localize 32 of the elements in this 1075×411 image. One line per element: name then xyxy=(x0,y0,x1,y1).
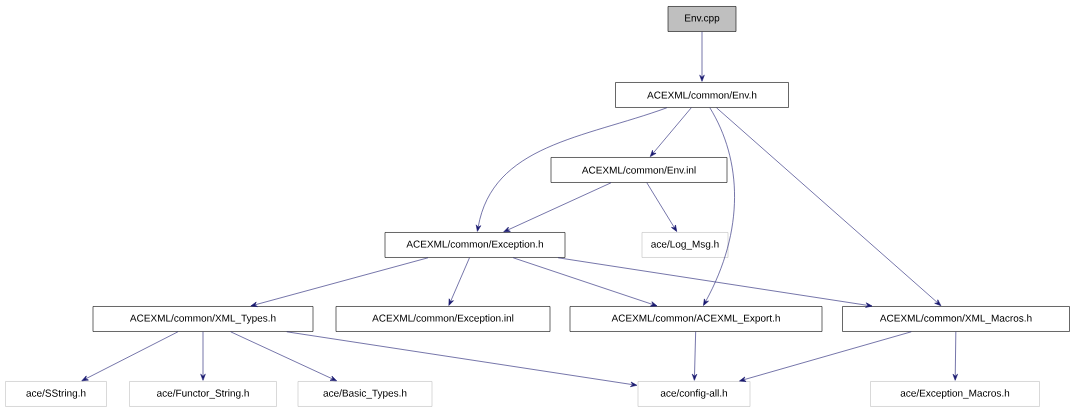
file-box: ace/Functor_String.h xyxy=(129,381,277,407)
arrow xyxy=(739,331,912,382)
arrow xyxy=(503,182,612,233)
file-box: ACEXML/common/XML_Macros.h xyxy=(842,306,1070,332)
arrow xyxy=(650,107,692,157)
file-box: ace/config-all.h xyxy=(637,381,751,407)
arrow xyxy=(557,257,873,308)
arrow xyxy=(286,331,638,387)
file-box: ACEXML/common/Env.h xyxy=(615,82,789,108)
arrow xyxy=(703,107,735,306)
file-box: ACEXML/common/ACEXML_Export.h xyxy=(569,306,823,332)
arrow xyxy=(512,257,658,307)
arrow xyxy=(699,31,705,82)
arrow xyxy=(230,331,337,382)
arrow xyxy=(716,107,942,306)
file-box: ace/Basic_Types.h xyxy=(297,381,433,407)
file-box: ACEXML/common/Exception.inl xyxy=(335,306,551,332)
file-box: ACEXML/common/XML_Types.h xyxy=(92,306,314,332)
arrow xyxy=(475,107,668,232)
file-box: ACEXML/common/Exception.h xyxy=(384,232,566,258)
file-box: ace/SString.h xyxy=(5,381,107,407)
file-box: ACEXML/common/Env.inl xyxy=(550,157,728,183)
arrow xyxy=(448,257,470,306)
arrow xyxy=(646,182,677,232)
arrow xyxy=(250,257,429,307)
arrow xyxy=(81,331,179,382)
file-box: Env.cpp xyxy=(667,6,737,32)
arrow xyxy=(200,331,206,381)
arrow xyxy=(952,331,958,381)
arrow xyxy=(691,331,698,381)
file-box: ace/Exception_Macros.h xyxy=(870,381,1040,407)
file-box: ace/Log_Msg.h xyxy=(641,232,729,258)
